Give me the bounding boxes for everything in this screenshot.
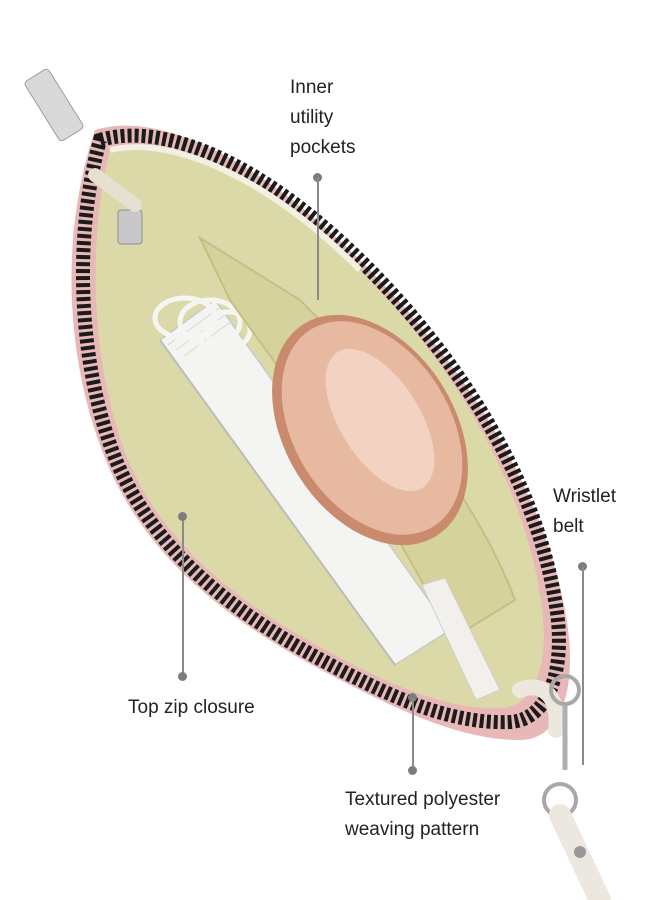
callout-textured: Textured polyester weaving pattern [345,789,501,840]
pointer-dot-top-zip [178,512,187,521]
pointer-line-inner-pockets [317,178,319,300]
compact-mirror [272,314,468,546]
callout-inner-pockets: Inner utility pockets [290,77,356,158]
cable-loops [152,295,253,351]
folded-paper [421,577,501,701]
zipper-pull [24,68,143,245]
callout-wristlet-belt: Wristlet belt [553,486,616,537]
callout-top-zip: Top zip closure [128,697,255,718]
pointer-dot-textured [408,693,417,702]
pointer-dot-wristlet-belt [578,562,587,571]
pointer-line-wristlet-belt [582,567,584,765]
pointer-dot-textured-end [408,766,417,775]
pointer-line-top-zip [182,515,184,675]
pointer-line-textured [412,698,414,770]
pointer-dot-top-zip-end [178,672,187,681]
zipper-track [76,128,566,730]
wristlet-strap [512,674,611,900]
pointer-dot-inner-pockets [313,173,322,182]
